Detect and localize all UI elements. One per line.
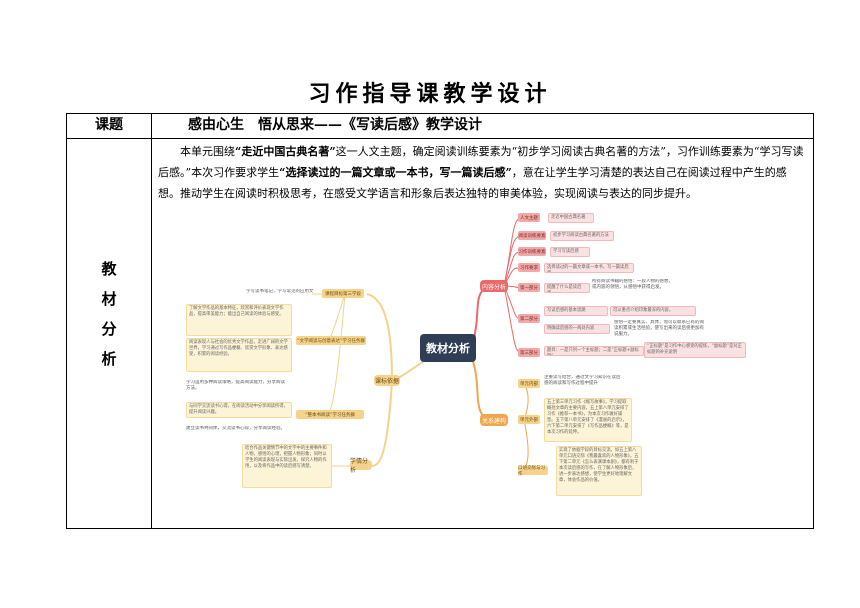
standard-box: 与同学交流读书心得，在阅读活动中分享阅读所得，提升阅读兴趣。 [186,402,292,418]
content-tag: 人文主题 [518,213,540,222]
standard-tag: “整本书阅读”学习任务群 [296,410,364,419]
analysis-label-char: 分 [101,319,117,338]
intro-text: ，意在让学生学习清楚的表达自己在阅读过程中产生的感想。推动学生在阅读时积极思考，… [158,166,787,200]
intro-paragraph: 本单元围绕“走近中国古典名著”这一人文主题，确定阅读训练要素为“初步学习阅读古典… [152,141,813,204]
mindmap: 教材分析 内容分析 关系建构 课标依据 学情分析 人文主题 阅读训练要素 习作训… [152,208,812,528]
intro-bold: “走近中国古典名著” [235,145,336,158]
mindmap-center: 教材分析 [420,334,476,362]
content-tag: 习作要求 [518,263,540,272]
content-box: 初步学习阅读古典名著的方法 [550,231,614,241]
analysis-label-char: 析 [101,349,117,368]
standard-box: 了解文学作品的基本特征，欣赏和评价表现文学作品，提高审美能力；能出自己阅读的体验… [186,304,292,336]
standard-box: 学习运用多种阅读策略，提高阅读能力，分享阅读方法。 [186,380,285,391]
branch-learning: 学情分析 [350,458,372,474]
content-extra: “正标题”是习作中心感受的提炼，“副标题”是对正标题的补充说明 [644,342,746,358]
content-box: 题目：一是只列一个主标题；二是“正标题+副标题” [544,346,644,356]
standard-tag: “文学阅读与创意表达”学习任务群 [296,336,366,345]
content-box: 明确读后感的一两处内容 [544,324,610,334]
analysis-label-char: 教 [101,259,117,278]
content-extra: 感悟一定要真实，具体，而可以联系已有的阅读积累或生活经验，使写出来的读后感更加有… [614,320,704,337]
content-extra: 可以重点介绍印象最深的内容。 [610,306,696,316]
topic-row: 课题 感由心生 悟从思来——《写读后感》教学设计 [66,113,814,139]
intro-text: 本单元围绕 [180,145,235,158]
analysis-label: 教 材 分 析 [67,119,151,508]
analysis-label-cell: 教 材 分 析 [66,138,152,529]
structure-tag: 单元内部 [518,379,540,388]
structure-box: 五上第三单元习作《缩写故事》，学习提取概括文章的主要内容，五上第八单元安排了习作… [544,398,632,442]
structure-tag: 口语交际与习作 [518,466,548,477]
standard-box: 建立读书共同体，交流读书心得，分享阅读经验。 [186,426,285,431]
content-tag: 第一部分 [518,283,540,292]
analysis-content: 本单元围绕“走近中国古典名著”这一人文主题，确定阅读训练要素为“初步学习阅读古典… [151,138,814,529]
structure-box: 实现了依据学段的目标交流。如五上第八单元口语交际《我最喜欢的人物形象》，五下第二… [556,446,642,496]
analysis-label-char: 材 [101,289,117,308]
content-box: 提醒了什么是读后感。 [544,283,590,293]
content-box: 选择读过的一篇文章或一本书，写一篇读后感 [544,263,634,273]
standard-box: 阅读表现人与社会的优秀文学作品，走进广阔的文学世界，学习通过写作品梗概、欣赏文学… [186,338,292,372]
structure-tag: 单元外部 [518,415,540,424]
standard-tag: 课程目标第三学段 [322,289,364,298]
branch-relationship: 关系建构 [480,414,508,426]
content-box: 走近中国古典名著 [548,213,594,223]
topic-label: 课题 [66,113,152,139]
intro-text: 这一人文主题，确定阅读训练要素为“初步学习阅读古典名著的方法”，习作训练要素为“… [158,145,804,179]
content-extra: 所有阅读书籍的感悟：一段人物的感想，或内容的领悟，从感悟中获得启发。 [592,279,673,290]
branch-content-analysis: 内容分析 [480,280,508,292]
lesson-table: 课题 感由心生 悟从思来——《写读后感》教学设计 教 材 分 析 本单元围绕“走… [66,113,814,529]
analysis-row: 教 材 分 析 本单元围绕“走近中国古典名著”这一人文主题，确定阅读训练要素为“… [66,138,814,529]
topic-text: 感由心生 悟从思来——《写读后感》教学设计 [151,113,814,139]
document-title: 习作指导课教学设计 [308,81,552,107]
content-tag: 阅读训练要素 [518,231,546,240]
content-tag: 第三部分 [518,348,540,357]
learning-box: 结合作品关键情节中的文字中的主要事件和人物，感悟的心理，把握人物形象；同时以学生… [242,444,332,488]
standard-box: 学写读书笔记，学写常见的应用文 [246,289,314,294]
content-tag: 第二部分 [518,314,540,323]
content-box: 写读后感的基本思路 [544,306,608,316]
intro-bold: “选择读过的一篇文章或一本书，写一篇读后感” [279,166,512,179]
branch-standard: 课标依据 [374,375,400,386]
structure-box: 注重读写结合，通过文学习知识在读后感的阅读和写作过程中提升 [544,375,621,386]
content-box: 学习写读后感 [550,247,590,257]
content-tag: 习作训练要素 [518,247,546,256]
